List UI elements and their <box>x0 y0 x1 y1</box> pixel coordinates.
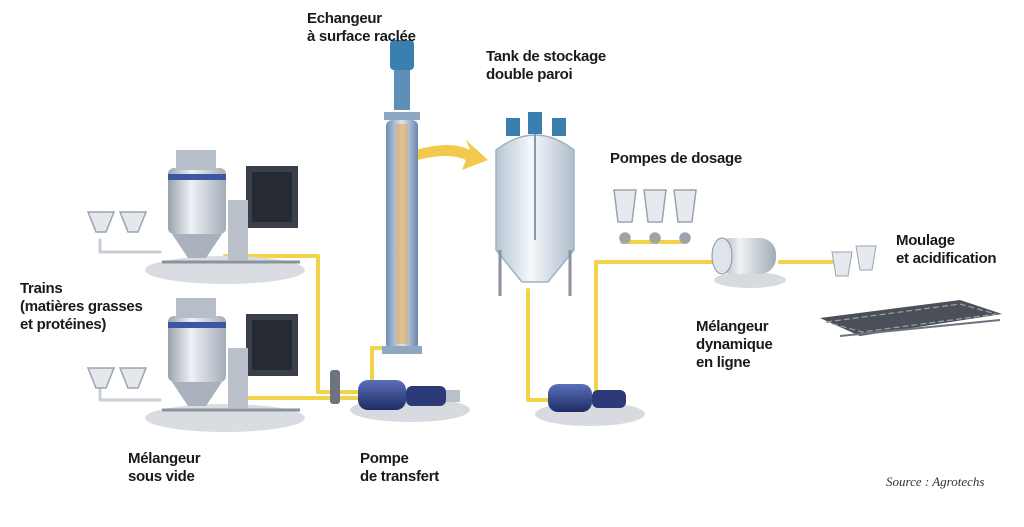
ingredient-hoppers-bottom <box>86 367 148 389</box>
dosing-pumps <box>613 189 697 244</box>
moulding-station <box>820 245 1002 337</box>
pipe-tank-to-pump <box>526 288 550 402</box>
feed-pump <box>535 384 645 426</box>
flow-arrow <box>416 140 488 170</box>
ingredient-hoppers-top <box>86 211 148 233</box>
inline-dynamic-mixer <box>711 237 786 288</box>
scraped-surface-exchanger <box>382 40 422 354</box>
vacuum-mixer-bottom <box>145 298 305 432</box>
pipe-hoppers-2 <box>98 388 162 402</box>
transfer-pump <box>350 380 470 422</box>
transfer-valve <box>330 370 340 404</box>
vacuum-mixer-top <box>145 150 305 284</box>
label-dosing-pumps: Pompes de dosage <box>610 150 742 167</box>
pipe-hoppers-1 <box>98 238 162 254</box>
source-credit: Source : Agrotechs <box>886 474 985 489</box>
storage-tank <box>495 112 575 296</box>
